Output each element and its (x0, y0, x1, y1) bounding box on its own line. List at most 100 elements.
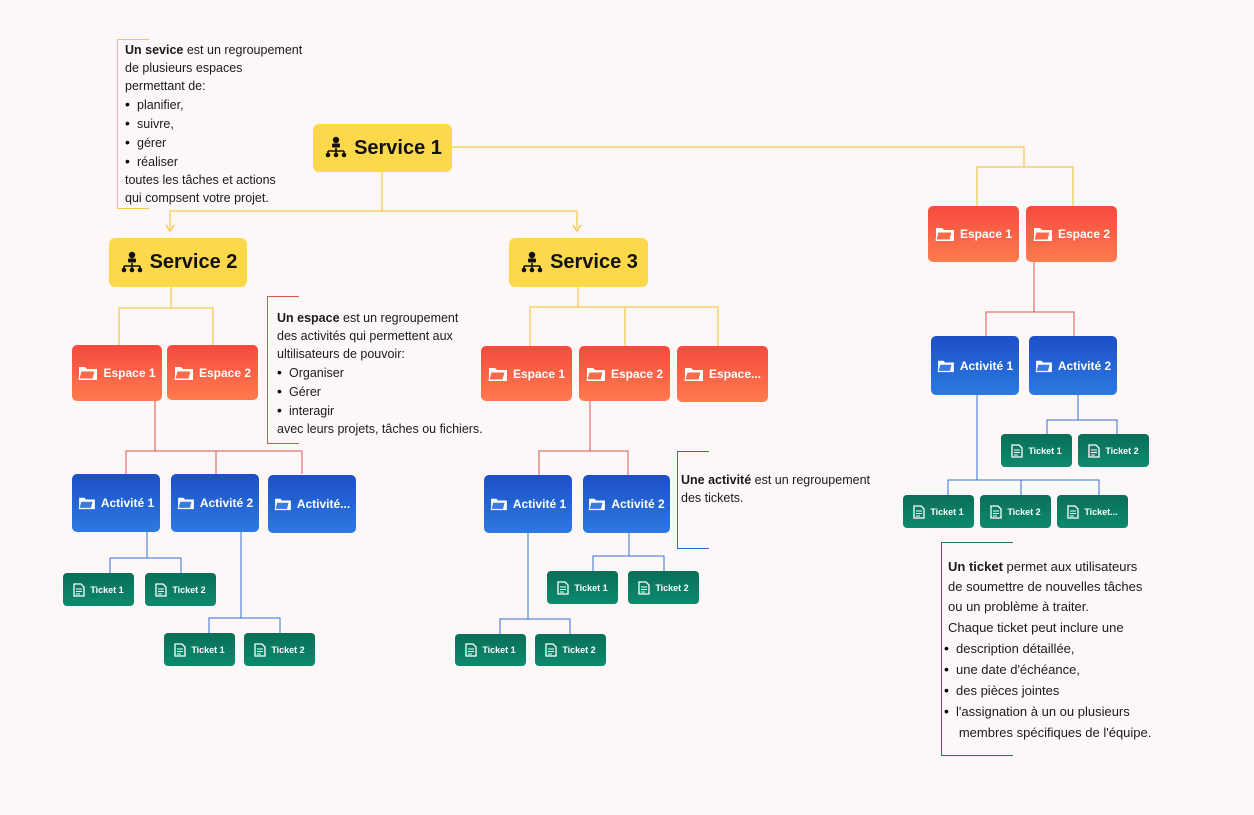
folder-icon (177, 496, 195, 510)
ticket-node[interactable]: Ticket 1 (1001, 434, 1072, 467)
note-bullet: une date d'échéance, (944, 659, 1151, 680)
activite-node[interactable]: Activité 2 (171, 474, 259, 532)
note-line: permettant de: (125, 79, 206, 93)
note-bullet: description détaillée, (944, 638, 1151, 659)
ticket-node[interactable]: Ticket 2 (535, 634, 606, 666)
note-bullet: gérer (125, 133, 302, 152)
ticket-note: Un ticket permet aux utilisateurs de sou… (948, 557, 1151, 743)
ticket-node[interactable]: Ticket 1 (455, 634, 526, 666)
activite-node[interactable]: Activité 2 (583, 475, 670, 533)
espace-note: Un espace est un regroupement des activi… (277, 309, 483, 438)
document-icon (913, 504, 925, 519)
note-bracket (117, 39, 149, 209)
note-line: qui compsent votre projet. (125, 191, 269, 205)
ticket-node[interactable]: Ticket 1 (63, 573, 134, 606)
note-line: ou un problème à traiter. (948, 599, 1089, 615)
folder-icon (935, 226, 955, 242)
note-line: membres spécifiques de l'équipe. (948, 724, 1152, 740)
service-label: Service 3 (550, 251, 638, 273)
ticket-node[interactable]: Ticket 2 (244, 633, 315, 666)
espace-label: Espace 1 (959, 227, 1013, 241)
ticket-node[interactable]: Ticket... (1057, 495, 1128, 528)
note-bullet: des pièces jointes (944, 680, 1151, 701)
note-line: est un regroupement (751, 473, 870, 487)
activite-node[interactable]: Activité 1 (484, 475, 572, 533)
ticket-node[interactable]: Ticket 1 (547, 571, 618, 604)
document-icon (638, 580, 650, 595)
folder-icon (78, 365, 98, 381)
service-3-node[interactable]: Service 3 (509, 238, 648, 287)
ticket-node[interactable]: Ticket 2 (1078, 434, 1149, 467)
espace-node[interactable]: Espace 2 (1026, 206, 1117, 262)
note-bullet: suivre, (125, 114, 302, 133)
org-chart-icon (323, 136, 349, 160)
activite-label: Activité 1 (959, 358, 1014, 373)
service-label: Service 1 (354, 136, 442, 159)
note-line: des activités qui permettent aux (277, 329, 453, 343)
note-line: de soumettre de nouvelles tâches (948, 579, 1143, 595)
folder-icon (488, 366, 508, 382)
espace-label: Espace 1 (103, 366, 156, 380)
document-icon (465, 643, 477, 657)
note-bracket (677, 451, 709, 549)
ticket-label: Ticket 2 (562, 645, 596, 655)
espace-node[interactable]: Espace 2 (167, 345, 258, 400)
service-label: Service 2 (149, 251, 238, 273)
ticket-node[interactable]: Ticket 2 (980, 495, 1051, 528)
espace-label: Espace 2 (198, 365, 252, 380)
espace-node[interactable]: Espace 1 (481, 346, 572, 401)
document-icon (557, 580, 569, 595)
ticket-label: Ticket 2 (1105, 445, 1139, 456)
service-2-node[interactable]: Service 2 (109, 238, 247, 287)
espace-label: Espace 2 (610, 366, 664, 381)
note-line: Chaque ticket peut inclure une (948, 619, 1124, 635)
folder-icon (937, 359, 955, 373)
folder-icon (78, 496, 96, 510)
espace-node[interactable]: Espace 1 (72, 345, 162, 401)
note-bullet: Organiser (277, 363, 483, 382)
ticket-label: Ticket 1 (191, 644, 225, 655)
document-icon (155, 582, 167, 597)
folder-icon (490, 497, 508, 511)
folder-icon (588, 497, 606, 511)
document-icon (545, 643, 557, 657)
ticket-node[interactable]: Ticket 2 (628, 571, 699, 604)
document-icon (254, 642, 266, 657)
note-title: Un sevice (125, 43, 184, 57)
espace-node[interactable]: Espace 1 (928, 206, 1019, 262)
activite-node[interactable]: Activité... (268, 475, 356, 533)
ticket-node[interactable]: Ticket 1 (164, 633, 235, 666)
note-line: avec leurs projets, tâches ou fichiers. (277, 422, 483, 436)
activite-label: Activité 2 (1057, 358, 1112, 373)
service-note: Un sevice est un regroupement de plusieu… (125, 41, 302, 207)
note-title: Une activité (681, 473, 752, 487)
document-icon (1088, 443, 1100, 458)
ticket-node[interactable]: Ticket 1 (903, 495, 974, 528)
espace-node[interactable]: Espace... (677, 346, 768, 402)
note-bracket (267, 296, 299, 444)
activite-label: Activité 1 (100, 496, 155, 510)
service-1-node[interactable]: Service 1 (313, 124, 452, 172)
note-bullet: réaliser (125, 152, 302, 171)
note-line: de plusieurs espaces (125, 61, 243, 75)
note-bullet: interagir (277, 401, 483, 420)
ticket-node[interactable]: Ticket 2 (145, 573, 216, 606)
document-icon (73, 582, 85, 597)
activite-node[interactable]: Activité 2 (1029, 336, 1117, 395)
ticket-label: Ticket 2 (271, 644, 305, 655)
espace-node[interactable]: Espace 2 (579, 346, 670, 401)
note-line: permet aux utilisateurs (1002, 559, 1138, 574)
ticket-label: Ticket 2 (1007, 506, 1041, 517)
activite-label: Activité 1 (512, 497, 567, 511)
activite-node[interactable]: Activité 1 (72, 474, 160, 532)
ticket-label: Ticket... (1084, 506, 1118, 517)
activite-label: Activité... (296, 497, 351, 511)
folder-icon (1035, 359, 1053, 373)
activite-node[interactable]: Activité 1 (931, 336, 1019, 395)
note-line: est un regroupement (339, 311, 459, 325)
ticket-label: Ticket 1 (1028, 445, 1062, 456)
note-line: est un regroupement (183, 43, 303, 57)
org-chart-icon (119, 251, 145, 275)
folder-icon (684, 366, 704, 382)
